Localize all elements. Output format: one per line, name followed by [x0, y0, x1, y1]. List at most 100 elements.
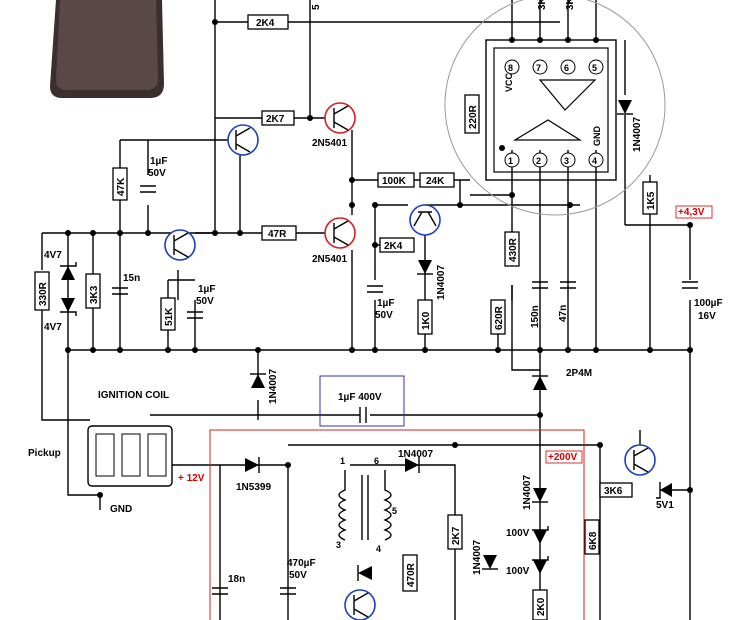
cap-50v-c-label: 50V: [375, 310, 393, 321]
resistor-24k: 24K: [419, 172, 455, 188]
zener-4v7-b: [60, 298, 77, 316]
cap-50v-a-label: 50V: [148, 168, 166, 179]
cap-15n-label: 15n: [123, 273, 140, 284]
resistor-430r: 430R: [504, 231, 520, 267]
resistor-2k7: 2K7: [261, 110, 295, 126]
pickup-label: Pickup: [28, 448, 61, 459]
svg-text:47R: 47R: [268, 229, 287, 240]
svg-text:2K7: 2K7: [266, 114, 285, 125]
diode-q7: [357, 565, 372, 581]
ic-pin-3: 3: [564, 156, 569, 166]
diode-1n4007-ic: [617, 100, 633, 115]
ic-pin-6: 6: [564, 63, 569, 73]
svg-text:47K: 47K: [116, 177, 127, 196]
transistor-q6: [624, 444, 656, 476]
resistor-1k0: 1K0: [417, 299, 433, 335]
cap-100uf-label: 100µF: [694, 298, 723, 309]
transistors: [164, 102, 656, 620]
resistor-2k7-low: 2K7: [447, 514, 463, 550]
cap-1uf-50v-a: [140, 185, 156, 193]
cap-1uf-a-label: 1µF: [150, 156, 167, 167]
cap-1uf-c-label: 1µF: [377, 298, 394, 309]
transistor-q1: [227, 124, 259, 156]
svg-text:1K0: 1K0: [421, 311, 432, 330]
resistor-620r: 620R: [490, 299, 506, 335]
q-2n5401-top-label: 2N5401: [312, 138, 347, 149]
d-1n4007-gnd-label: 1N4007: [268, 369, 279, 404]
cap-1uf-50v-c: [367, 285, 383, 293]
d-1n4007-hv-label: 1N4007: [522, 475, 533, 510]
ignition-coil: [338, 470, 392, 541]
svg-text:24K: 24K: [426, 176, 445, 187]
ic-pin-5: 5: [592, 63, 597, 73]
svg-text:430R: 430R: [508, 237, 519, 262]
cap-400v-label: 1µF 400V: [338, 392, 382, 403]
resistor-3k6: 3K6: [599, 482, 633, 498]
svg-text:3K6: 3K6: [604, 486, 623, 497]
labels: 1µF 50V 15n 1µF 50V 1µF 50V 150n 47n 100…: [28, 0, 723, 585]
hv-section-frame: [209, 429, 585, 620]
junction-dots: [65, 19, 693, 498]
svg-text:220R: 220R: [468, 104, 479, 129]
capacitors: [112, 185, 698, 595]
zener-4v7-a: [60, 262, 77, 280]
svg-text:6K8: 6K8: [588, 531, 599, 550]
resistor-2k4-top: 2K4: [247, 14, 289, 30]
cap-150n-label: 150n: [530, 305, 541, 328]
diodes: [60, 100, 672, 581]
ic-pin-2: 2: [536, 156, 541, 166]
coil-pin-3: 3: [336, 540, 341, 550]
transistor-2n5401-top: [324, 102, 356, 134]
top-resistor-label-1: 5: [311, 4, 322, 10]
cap-16v-label: 16V: [698, 311, 716, 322]
svg-text:3K3: 3K3: [89, 285, 100, 304]
top-resistor-label-3: 3K: [565, 0, 576, 10]
z-5v1-label: 5V1: [656, 500, 674, 511]
ic-pin-7: 7: [536, 63, 541, 73]
plus-200v-label: +200V: [548, 452, 578, 463]
diode-1n4007-low: [482, 555, 498, 570]
z-100v-a-label: 100V: [506, 528, 530, 539]
diode-1n5399: [245, 457, 260, 473]
svg-text:1K5: 1K5: [646, 191, 657, 210]
cap-100uf: [682, 281, 698, 289]
diode-1n4007-mid: [417, 260, 433, 275]
resistors: 2K4 2K7 47K 100K 24K 47R 2K4 330R 3K3 51…: [34, 14, 658, 620]
resistor-330r: 330R: [34, 271, 50, 311]
coil-pin-1: 1: [340, 456, 345, 466]
cap-47n-label: 47n: [558, 305, 569, 322]
ignition-coil-label: IGNITION COIL: [98, 390, 169, 401]
svg-text:2K4: 2K4: [384, 241, 403, 252]
diode-1n4007-coil: [405, 457, 420, 473]
resistor-47k: 47K: [112, 167, 128, 201]
resistor-220r: 220R: [464, 94, 480, 134]
resistor-2k0: 2K0: [532, 589, 548, 620]
z-100v-b-label: 100V: [506, 566, 530, 577]
transistor-q7: [344, 589, 376, 620]
cap-1uf-b-label: 1µF: [198, 284, 215, 295]
ic-pin-1: 1: [508, 156, 513, 166]
coil-pin-5: 5: [392, 506, 397, 516]
cap-1uf-50v-b: [187, 311, 203, 319]
transistor-q3: [164, 229, 196, 261]
comparator-ic: VCC GND 8 7 6 5 1 2 3 4: [444, 0, 666, 216]
transistor-2n5401-mid: [324, 217, 356, 249]
top-resistor-label-2: 3K: [537, 0, 548, 10]
ic-pin-8: 8: [508, 63, 513, 73]
diode-1n4007-hv: [532, 488, 548, 503]
diode-1n4007-gnd: [250, 373, 266, 388]
resistor-47r: 47R: [261, 225, 297, 241]
d-1n5399-label: 1N5399: [236, 482, 271, 493]
cap-470uf: [280, 587, 296, 595]
transistor-q5: [409, 204, 441, 236]
resistor-3k3: 3K3: [85, 273, 101, 309]
scr-2p4m: [532, 375, 548, 390]
resistor-470r: 470R: [402, 554, 418, 592]
coil-pin-4: 4: [376, 544, 381, 554]
cap-1uf-400v: [359, 407, 367, 423]
resistor-6k8: 6K8: [584, 519, 600, 555]
d-1n4007-coil-label: 1N4007: [398, 449, 433, 460]
cap-18n: [212, 587, 228, 595]
cap-50v-b-label: 50V: [196, 296, 214, 307]
